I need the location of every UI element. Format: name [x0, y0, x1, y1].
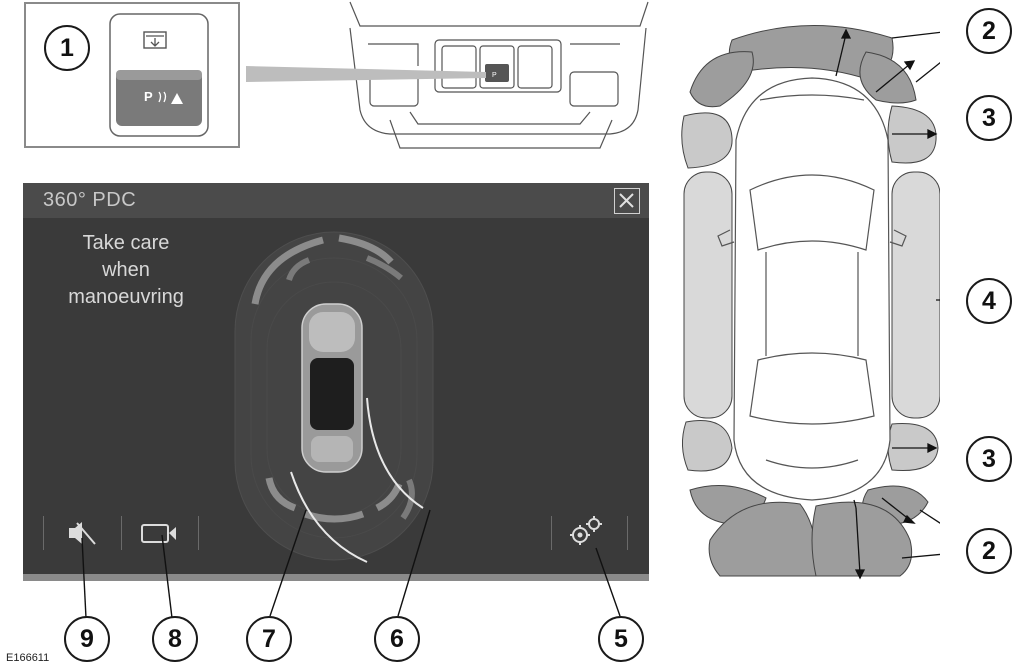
callout-2: 2	[966, 8, 1012, 54]
callout-3: 3	[966, 95, 1012, 141]
screen-title: 360° PDC	[43, 189, 137, 211]
camera-icon	[141, 524, 176, 543]
callout-4: 4	[966, 278, 1012, 324]
callout-5: 5	[598, 616, 644, 662]
callout-9: 9	[64, 616, 110, 662]
pdc-screen: 360° PDC Take care when manoeuvring	[23, 183, 649, 581]
divider	[198, 516, 199, 550]
parking-sensor-icon	[158, 91, 183, 104]
speaker-mute-icon	[69, 522, 96, 545]
caution-line: Take care	[82, 232, 170, 254]
caution-message: Take care when manoeuvring	[61, 230, 191, 311]
divider	[551, 516, 552, 550]
callout-1: 1	[44, 25, 90, 71]
overhead-console-drawing: P	[349, 1, 649, 149]
divider	[121, 516, 122, 550]
figure-code: E166611	[6, 652, 50, 664]
parking-switch-drawing	[109, 13, 209, 137]
divider	[43, 516, 44, 550]
rear-sensor-arc	[265, 477, 297, 512]
caution-line: when	[102, 259, 150, 281]
trajectory-line	[366, 397, 424, 509]
svg-text:P: P	[492, 72, 497, 79]
front-sensor-arc	[251, 236, 324, 305]
callout-8: 8	[152, 616, 198, 662]
trajectory-line	[290, 471, 368, 563]
settings-button[interactable]	[565, 513, 611, 549]
close-icon	[619, 193, 634, 208]
callout-7: 7	[246, 616, 292, 662]
parking-button-label: P	[144, 89, 153, 104]
car-outline	[717, 77, 907, 501]
car-image	[301, 303, 363, 473]
screen-bottom-bar	[23, 574, 649, 581]
screen-header	[23, 183, 649, 218]
rear-sensor-arc	[303, 510, 365, 523]
mute-button[interactable]	[63, 517, 103, 549]
callout-6: 6	[374, 616, 420, 662]
callout-2-rear: 2	[966, 528, 1012, 574]
divider	[627, 516, 628, 550]
camera-button[interactable]	[138, 517, 184, 549]
caution-line: manoeuvring	[68, 286, 184, 308]
front-sensor-arc	[338, 234, 394, 265]
pointer-wedge	[246, 66, 486, 82]
gears-icon	[570, 516, 602, 545]
close-button[interactable]	[614, 188, 640, 214]
callout-3-rear: 3	[966, 436, 1012, 482]
sensor-zone-diagram	[681, 25, 940, 580]
sensor-display	[234, 231, 434, 563]
